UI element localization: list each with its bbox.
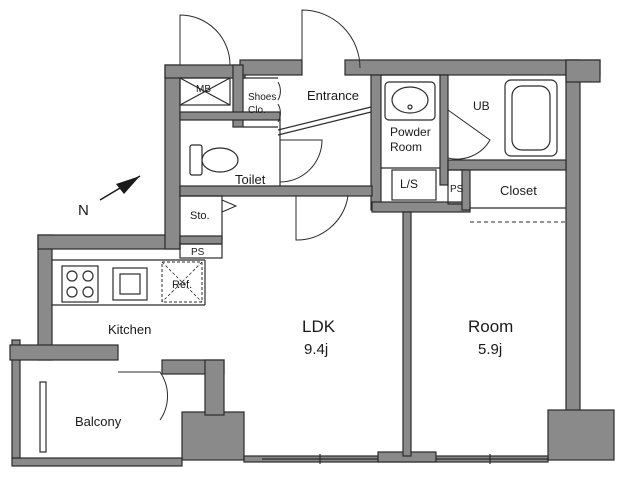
unit-bath-label: UB: [473, 99, 490, 113]
kitchen-label: Kitchen: [108, 322, 151, 337]
balcony-label: Balcony: [75, 414, 122, 429]
entrance-label: Entrance: [307, 88, 359, 103]
north-label: N: [78, 202, 89, 219]
closet-label: Closet: [500, 183, 537, 198]
ldk-size-label: 9.4j: [304, 341, 328, 358]
powder-room-label-2: Room: [390, 140, 422, 154]
shoes-closet-label-1: Shoes: [248, 92, 276, 103]
refrigerator-label: Ref.: [172, 279, 192, 291]
room-labels: MB Shoes Clo. Entrance Powder Room UB To…: [75, 84, 537, 429]
room-size-label: 5.9j: [478, 341, 502, 358]
ldk-name-label: LDK: [302, 317, 336, 336]
powder-room-label-1: Powder: [390, 125, 431, 139]
shoes-closet-label-2: Clo.: [248, 105, 266, 116]
fixtures: [39, 79, 566, 464]
outer-walls: [9, 59, 615, 467]
linen-storage-label: L/S: [400, 177, 418, 191]
mb-label: MB: [196, 84, 211, 95]
pipe-space-kitchen-label: PS: [191, 247, 205, 258]
pipe-space-bath-label: PS: [450, 184, 464, 195]
storage-label: Sto.: [190, 210, 210, 222]
room-name-label: Room: [468, 317, 513, 336]
north-arrow-icon: [99, 175, 141, 201]
doors: [118, 9, 491, 421]
toilet-label: Toilet: [235, 172, 266, 187]
interior-walls: [52, 64, 567, 457]
